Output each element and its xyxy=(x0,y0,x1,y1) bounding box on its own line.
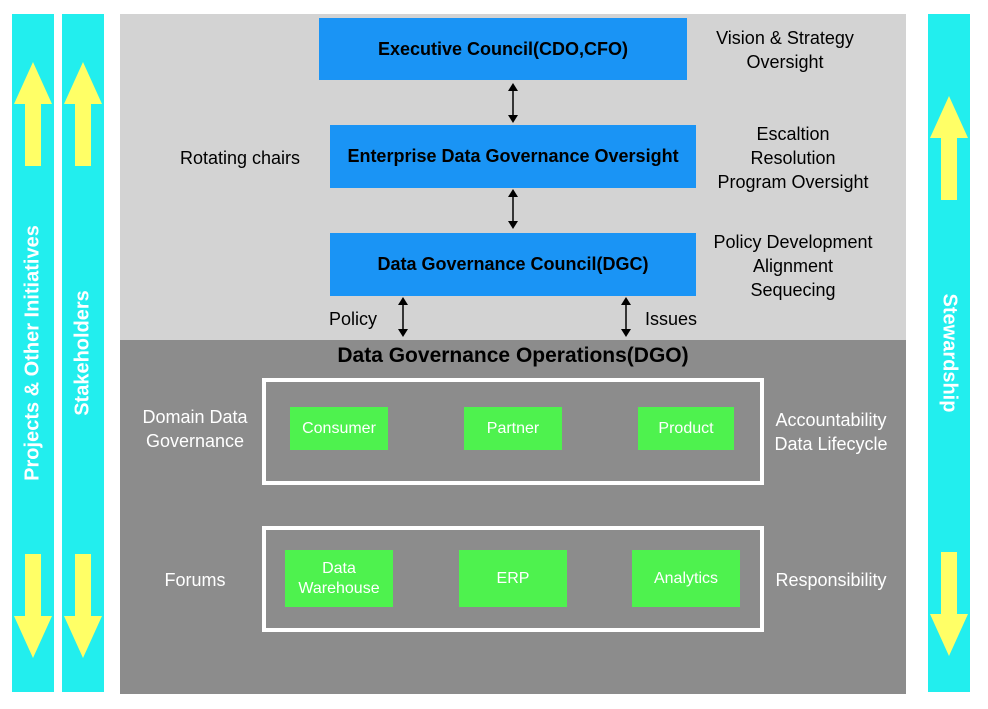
arrow-up-icon xyxy=(64,62,102,166)
policy-label: Policy xyxy=(328,309,377,329)
stakeholders-label: Stakeholders xyxy=(71,290,94,416)
policy-arrow-icon xyxy=(398,297,408,337)
domain-frame xyxy=(262,378,764,485)
executive-council-box: Executive Council(CDO,CFO) xyxy=(319,18,687,80)
forum-box-data-warehouse: Data Warehouse xyxy=(285,550,393,607)
domain-governance-label: Domain Data Governance xyxy=(130,405,260,453)
domain-note-line: Accountability xyxy=(775,410,887,430)
arrow-down-icon xyxy=(14,554,52,658)
domain-note: Accountability Data Lifecycle xyxy=(766,408,896,456)
domain-box-partner: Partner xyxy=(464,407,562,450)
double-arrow-icon xyxy=(508,83,518,123)
projects-label: Projects & Other Initiatives xyxy=(21,225,44,481)
forum-box-analytics: Analytics xyxy=(632,550,740,607)
dgo-title: Data Governance Operations(DGO) xyxy=(337,344,689,367)
dgc-box: Data Governance Council(DGC) xyxy=(330,233,696,296)
forum-box-line: Warehouse xyxy=(298,579,380,597)
arrow-up-icon xyxy=(14,62,52,166)
policy-development-note: Policy Development Alignment Sequecing xyxy=(700,230,886,302)
policy-development-line: Policy Development xyxy=(713,232,873,252)
escalation-line: Resolution xyxy=(750,148,836,168)
vision-note: Vision & Strategy Oversight xyxy=(700,26,870,74)
policy-development-line: Alignment xyxy=(752,256,834,276)
vision-line: Vision & Strategy xyxy=(716,28,854,48)
double-arrow-icon xyxy=(508,189,518,229)
vision-line: Oversight xyxy=(746,52,824,72)
forums-label: Forums xyxy=(164,570,226,590)
rotating-chairs-note: Rotating chairs xyxy=(179,148,301,168)
forum-box-line: Data xyxy=(322,559,356,577)
enterprise-oversight-box: Enterprise Data Governance Oversight xyxy=(330,125,696,188)
domain-governance-line: Governance xyxy=(145,431,245,451)
domain-box-consumer: Consumer xyxy=(290,407,388,450)
stewardship-label: Stewardship xyxy=(938,293,961,413)
forum-box-erp: ERP xyxy=(459,550,567,607)
issues-label: Issues xyxy=(644,309,698,329)
domain-note-line: Data Lifecycle xyxy=(774,434,888,454)
arrow-up-icon xyxy=(930,96,968,200)
domain-box-product: Product xyxy=(638,407,734,450)
stakeholders-bar: Stakeholders xyxy=(62,14,104,692)
operations-panel xyxy=(120,340,906,694)
escalation-line: Escaltion xyxy=(756,124,830,144)
arrow-down-icon xyxy=(930,552,968,656)
projects-bar: Projects & Other Initiatives xyxy=(12,14,54,692)
escalation-line: Program Oversight xyxy=(717,172,869,192)
issues-arrow-icon xyxy=(621,297,631,337)
forums-frame xyxy=(262,526,764,632)
arrow-down-icon xyxy=(64,554,102,658)
domain-governance-line: Domain Data xyxy=(142,407,248,427)
forums-note: Responsibility xyxy=(775,570,887,590)
escalation-note: Escaltion Resolution Program Oversight xyxy=(700,122,886,194)
stewardship-bar: Stewardship xyxy=(928,14,970,692)
policy-development-line: Sequecing xyxy=(750,280,836,300)
